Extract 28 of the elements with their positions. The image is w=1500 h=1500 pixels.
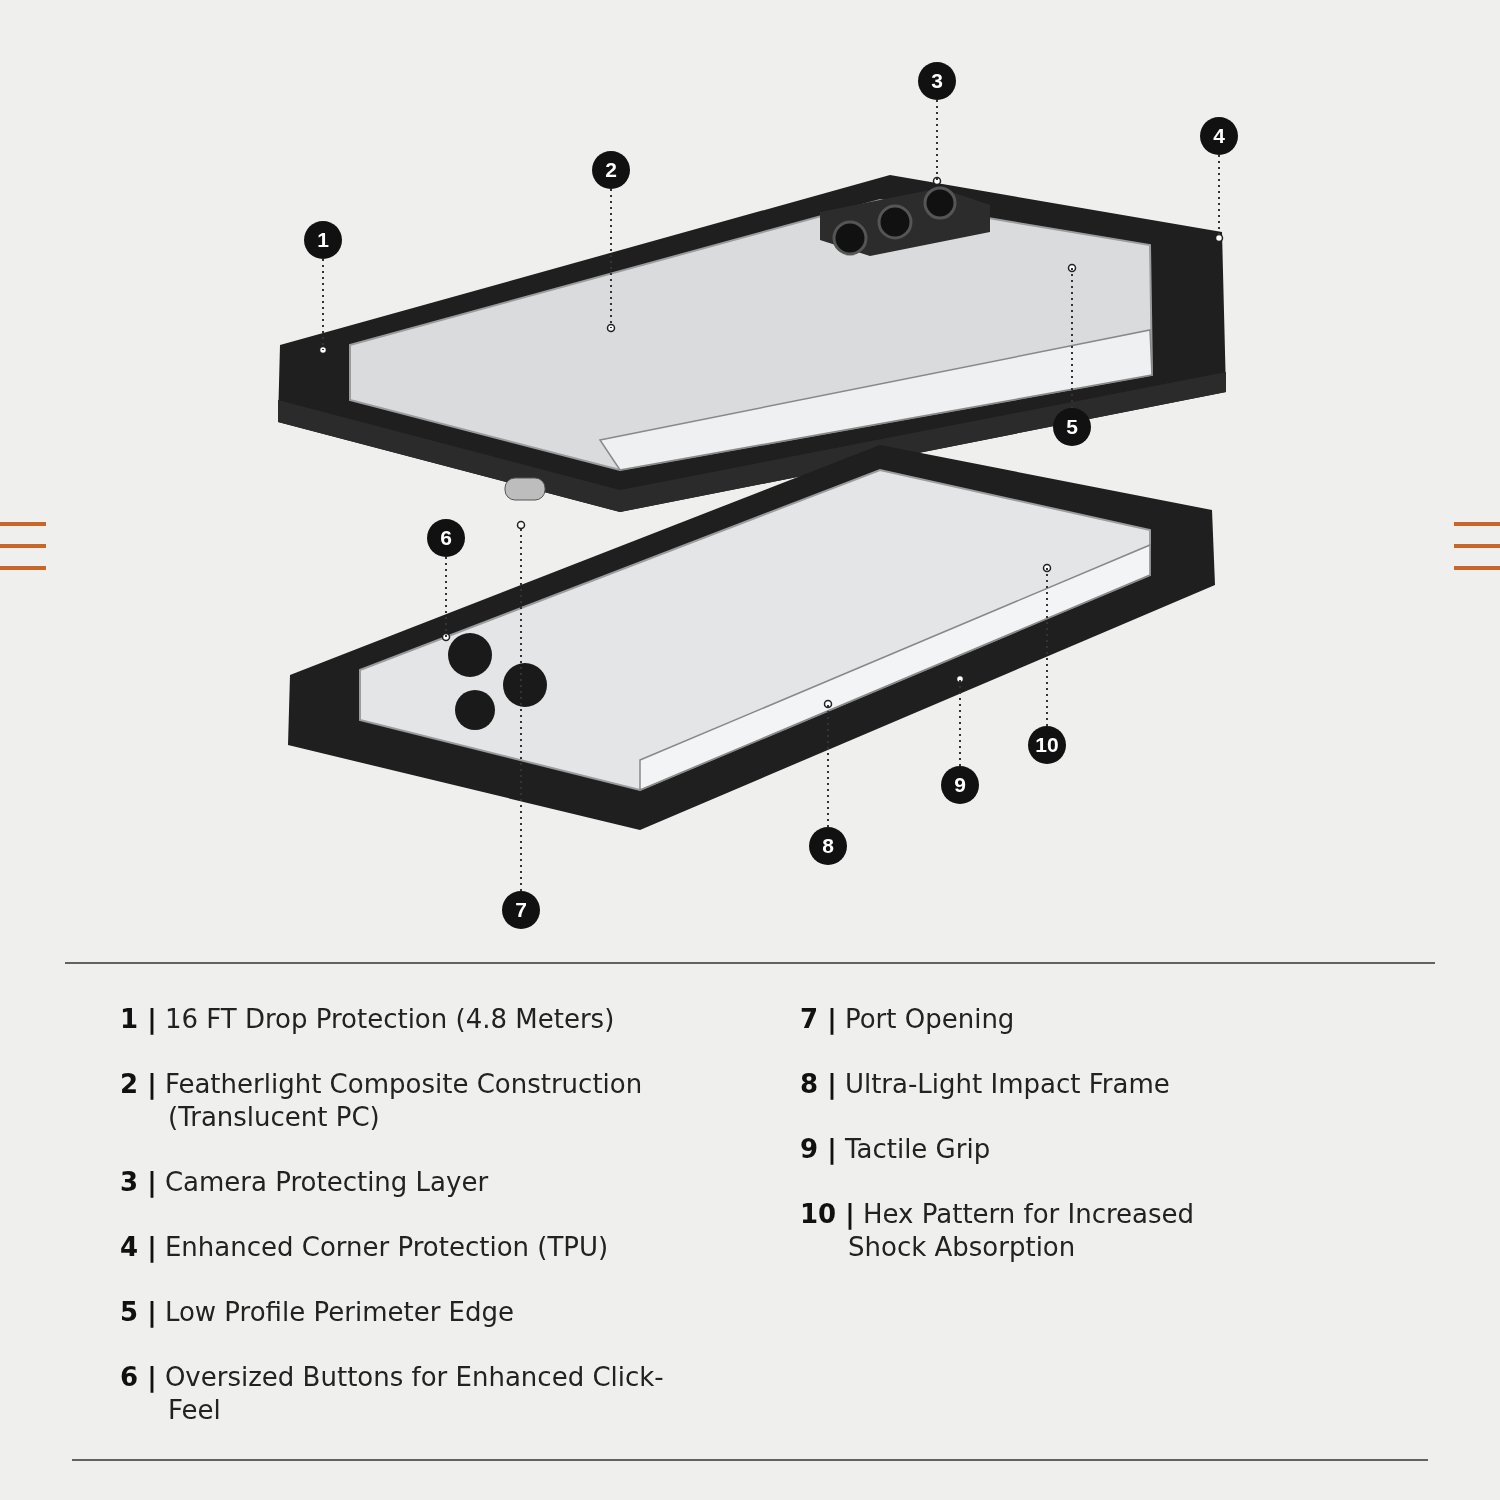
leader-line bbox=[827, 703, 829, 828]
feature-text: 10 | Hex Pattern for Increased Shock Absorption bbox=[800, 1198, 1196, 1264]
leader-line bbox=[445, 556, 447, 638]
callout-number: 10 bbox=[1028, 726, 1066, 764]
feature-text: 5 | Low Profile Perimeter Edge bbox=[120, 1296, 516, 1329]
callout-number: 1 bbox=[304, 221, 342, 259]
leader-line bbox=[1046, 567, 1048, 727]
callout-number: 9 bbox=[941, 766, 979, 804]
leader-line bbox=[322, 258, 324, 351]
callout-number: 2 bbox=[592, 151, 630, 189]
callout-number: 7 bbox=[502, 891, 540, 929]
leader-line bbox=[936, 99, 938, 182]
leader-line bbox=[610, 188, 612, 329]
callout-number: 8 bbox=[809, 827, 847, 865]
feature-text: 8 | Ultra-Light Impact Frame bbox=[800, 1068, 1171, 1101]
feature-text: 4 | Enhanced Corner Protection (TPU) bbox=[120, 1231, 610, 1264]
feature-text: 2 | Featherlight Composite Construction (Translucent PC) bbox=[120, 1068, 644, 1134]
feature-text: 6 | Oversized Buttons for Enhanced Click-Feel bbox=[120, 1361, 665, 1427]
leader-line bbox=[1071, 267, 1073, 409]
feature-text: 1 | 16 FT Drop Protection (4.8 Meters) bbox=[120, 1003, 616, 1036]
callout-number: 5 bbox=[1053, 408, 1091, 446]
feature-text: 9 | Tactile Grip bbox=[800, 1133, 992, 1166]
callout-number: 3 bbox=[918, 62, 956, 100]
feature-text: 3 | Camera Protecting Layer bbox=[120, 1166, 490, 1199]
callout-number: 4 bbox=[1200, 117, 1238, 155]
callout-number: 6 bbox=[427, 519, 465, 557]
leader-line bbox=[959, 678, 961, 767]
feature-text: 7 | Port Opening bbox=[800, 1003, 1016, 1036]
